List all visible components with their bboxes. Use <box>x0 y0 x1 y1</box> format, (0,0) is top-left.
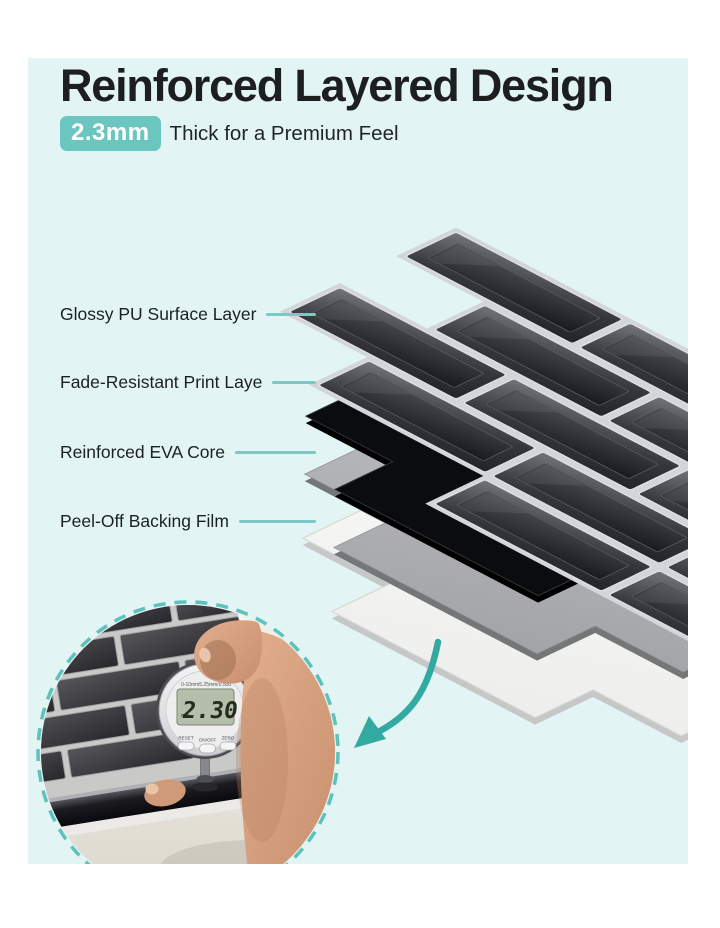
leader-line <box>238 519 316 523</box>
leader-line <box>272 380 316 384</box>
gauge-onoff-button-label: ON/OFF <box>199 738 217 743</box>
gauge-reset-button-label: RESET <box>178 736 194 741</box>
layer-label-row: Fade-Resistant Print Laye <box>60 370 316 394</box>
gauge-zero-button-label: ZERO <box>222 736 235 741</box>
gauge-range-label: 0-10mm <box>181 682 199 688</box>
thickness-inset-photo: 0-10mm 5.25mm/0.500" mm 2.30 RESET ON/OF… <box>36 600 340 864</box>
gauge-foot <box>192 782 218 792</box>
gauge-reading: 2.30 <box>180 698 239 724</box>
gauge-reset-button <box>177 741 195 751</box>
layer-label-row: Peel-Off Backing Film <box>60 509 316 533</box>
layer-label-row: Glossy PU Surface Layer <box>60 302 316 326</box>
gauge-onoff-button <box>199 743 216 754</box>
thickness-badge: 2.3mm <box>60 116 161 151</box>
hand <box>144 620 335 864</box>
leader-line <box>235 450 316 454</box>
layer-label-print: Fade-Resistant Print Laye <box>60 371 263 392</box>
gauge-lcd <box>176 688 235 726</box>
thickness-tagline: Thick for a Premium Feel <box>169 121 399 145</box>
fingernail <box>199 647 211 663</box>
page-title: Reinforced Layered Design <box>60 60 614 111</box>
layer-label-core: Reinforced EVA Core <box>60 441 226 462</box>
glossy-tile-layer <box>280 227 688 743</box>
thickness-badge-row: 2.3mm Thick for a Premium Feel <box>60 116 399 151</box>
dashed-circle-border <box>36 600 340 864</box>
layer-label-row: Reinforced EVA Core <box>60 440 316 464</box>
gauge-resolution-label: 5.25mm/0.500" <box>199 682 233 688</box>
thumbnail <box>145 783 159 795</box>
curved-arrow-icon <box>354 638 442 748</box>
gauge-unit-label: mm <box>181 713 189 719</box>
layer-label-backing: Peel-Off Backing Film <box>60 510 229 531</box>
leader-line <box>266 312 316 316</box>
gauge-zero-button <box>219 741 237 751</box>
layer-label-surface: Glossy PU Surface Layer <box>60 303 257 324</box>
index-finger <box>194 620 263 684</box>
